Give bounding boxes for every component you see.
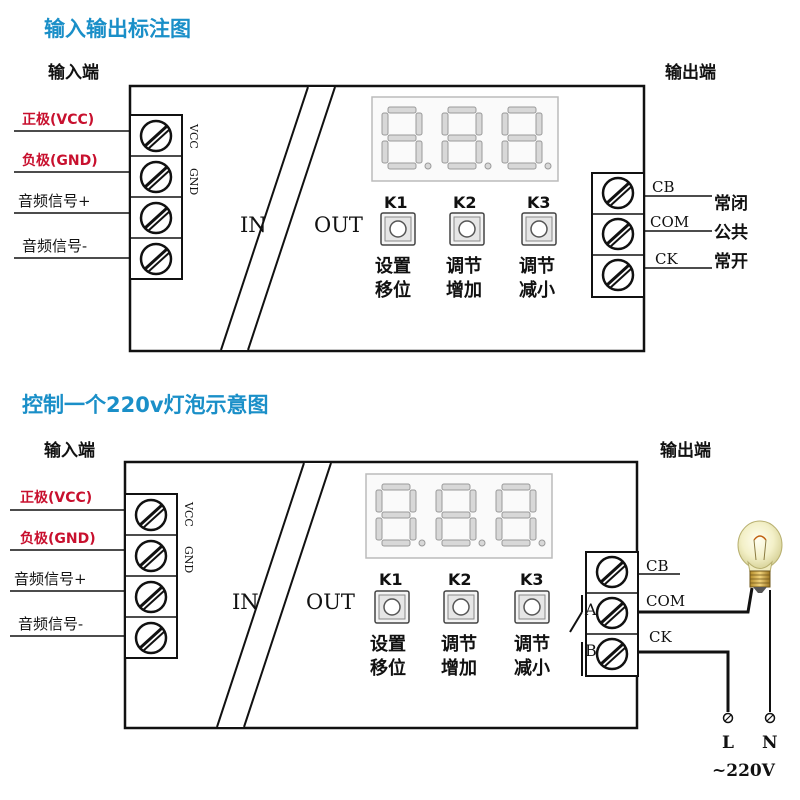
top-output-cb-desc: 常闭	[714, 193, 748, 214]
top-output-leads	[644, 195, 712, 269]
bottom-key-k3-button[interactable]	[514, 590, 550, 624]
bottom-output-screws	[595, 555, 629, 671]
top-output-com-desc: 公共	[714, 223, 748, 243]
top-output-ck-label: CK	[655, 250, 678, 268]
bottom-input-end-label: 输入端	[44, 440, 95, 461]
top-output-end-label: 输出端	[665, 62, 716, 83]
top-digit-3	[501, 106, 552, 170]
bottom-digit-1	[375, 483, 426, 547]
top-input-audio-minus-label: 音频信号-	[22, 237, 87, 255]
top-key-k1-button[interactable]	[380, 212, 416, 246]
top-key-k1-line2: 移位	[375, 279, 411, 301]
top-digit-2	[441, 106, 492, 170]
bottom-in-label: IN	[232, 590, 259, 614]
bottom-input-gnd-label: 负极(GND)	[20, 530, 96, 547]
top-key-k2-line1: 调节	[446, 256, 482, 277]
bottom-key-k3-line2: 减小	[514, 657, 550, 679]
top-input-vcc-label: 正极(VCC)	[22, 111, 94, 128]
top-title: 输入输出标注图	[44, 17, 191, 41]
bottom-key-k1-line2: 移位	[370, 657, 406, 679]
bottom-board-break	[216, 462, 332, 728]
top-output-cb-label: CB	[652, 178, 675, 196]
top-input-audio-plus-label: 音频信号+	[18, 192, 91, 210]
mains-voltage-label: ~220V	[712, 761, 776, 781]
bottom-output-cb-label: CB	[646, 557, 669, 575]
top-key-k3-label: K3	[527, 193, 551, 212]
bottom-key-k2-line2: 增加	[441, 657, 477, 679]
top-key-k1-line1: 设置	[375, 256, 411, 277]
mains-wiring	[638, 587, 771, 712]
bottom-pin-vcc: VCC	[182, 501, 195, 527]
top-screw-terminals	[139, 119, 173, 276]
bottom-output-com-label: COM	[646, 592, 685, 610]
bottom-key-k2-label: K2	[448, 570, 472, 589]
bottom-out-label: OUT	[306, 590, 355, 614]
bottom-key-k1-line1: 设置	[370, 634, 406, 655]
bottom-input-vcc-label: 正极(VCC)	[20, 489, 92, 506]
top-output-ck-desc: 常开	[714, 251, 748, 272]
top-input-leads	[14, 130, 130, 259]
bottom-input-audio-plus-label: 音频信号+	[14, 570, 87, 588]
top-key-k3-button[interactable]	[521, 212, 557, 246]
mains-n-label: N	[762, 733, 778, 753]
bottom-digit-3	[495, 483, 546, 547]
top-key-k3-line2: 减小	[519, 279, 555, 301]
bottom-digit-2	[435, 483, 486, 547]
top-input-gnd-label: 负极(GND)	[22, 152, 98, 169]
bottom-output-ck-label: CK	[649, 628, 672, 646]
bottom-key-k2-button[interactable]	[443, 590, 479, 624]
switch-a-label: A	[584, 600, 597, 619]
terminal-n-icon	[764, 712, 776, 724]
top-pin-vcc: VCC	[187, 123, 200, 149]
bottom-title: 控制一个220v灯泡示意图	[22, 393, 269, 417]
top-seven-segment-display	[371, 96, 559, 182]
top-board-break	[220, 86, 336, 351]
top-key-k3-line1: 调节	[519, 256, 555, 277]
bottom-key-k1-label: K1	[379, 570, 403, 589]
bottom-key-k3-line1: 调节	[514, 634, 550, 655]
top-in-label: IN	[240, 213, 267, 237]
bottom-seven-segment-display	[365, 473, 553, 559]
bottom-output-end-label: 输出端	[660, 440, 711, 461]
top-pin-gnd: GND	[187, 168, 200, 195]
top-key-k2-button[interactable]	[449, 212, 485, 246]
bottom-key-k3-label: K3	[520, 570, 544, 589]
mains-l-label: L	[722, 733, 734, 753]
bottom-pin-gnd: GND	[182, 546, 195, 573]
top-digit-1	[381, 106, 432, 170]
top-output-com-label: COM	[650, 213, 689, 231]
bottom-key-k2-line1: 调节	[441, 634, 477, 655]
top-output-screws	[601, 176, 635, 292]
bottom-input-leads	[10, 509, 125, 637]
light-bulb-icon	[737, 520, 783, 593]
relay-switch-symbol	[569, 595, 583, 676]
bottom-key-k1-button[interactable]	[374, 590, 410, 624]
top-key-k1-label: K1	[384, 193, 408, 212]
top-key-k2-line2: 增加	[446, 279, 482, 301]
terminal-l-icon	[722, 712, 734, 724]
top-input-end-label: 输入端	[48, 62, 99, 83]
switch-b-label: B	[585, 641, 597, 660]
top-key-k2-label: K2	[453, 193, 477, 212]
top-out-label: OUT	[314, 213, 363, 237]
bottom-screw-terminals	[134, 498, 168, 655]
bottom-input-audio-minus-label: 音频信号-	[18, 615, 83, 633]
